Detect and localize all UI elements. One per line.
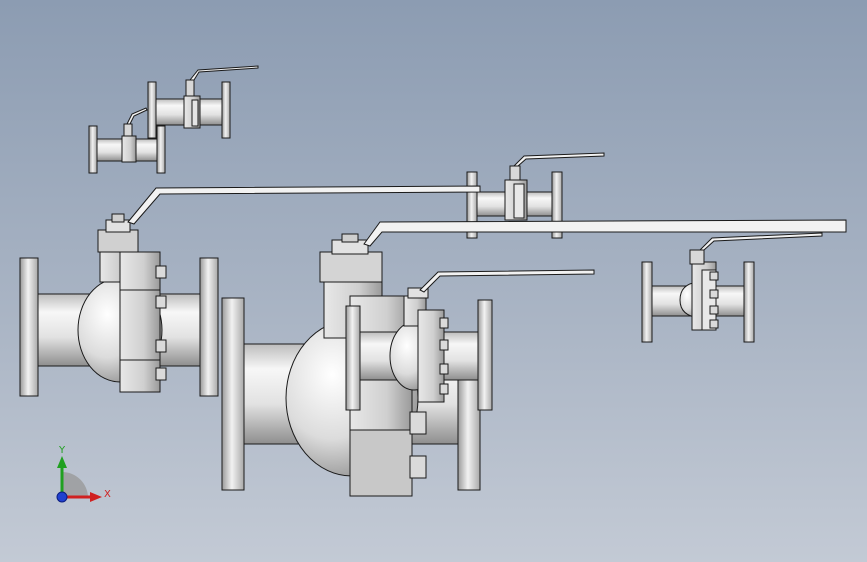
valve-large-center [221, 219, 847, 497]
valve-small-top [147, 65, 259, 139]
y-axis-arrow [57, 456, 67, 468]
x-axis-arrow [90, 492, 102, 502]
valve-large-left [19, 185, 481, 397]
valve-front-mid [345, 269, 595, 411]
coordinate-triad: Y X [56, 445, 111, 503]
y-axis-label: Y [58, 445, 66, 456]
z-axis-dot [56, 491, 68, 503]
x-axis-label: X [104, 489, 111, 500]
valve-right [641, 232, 823, 343]
valve-mid-top [466, 152, 605, 239]
valve-small-left [88, 107, 166, 174]
